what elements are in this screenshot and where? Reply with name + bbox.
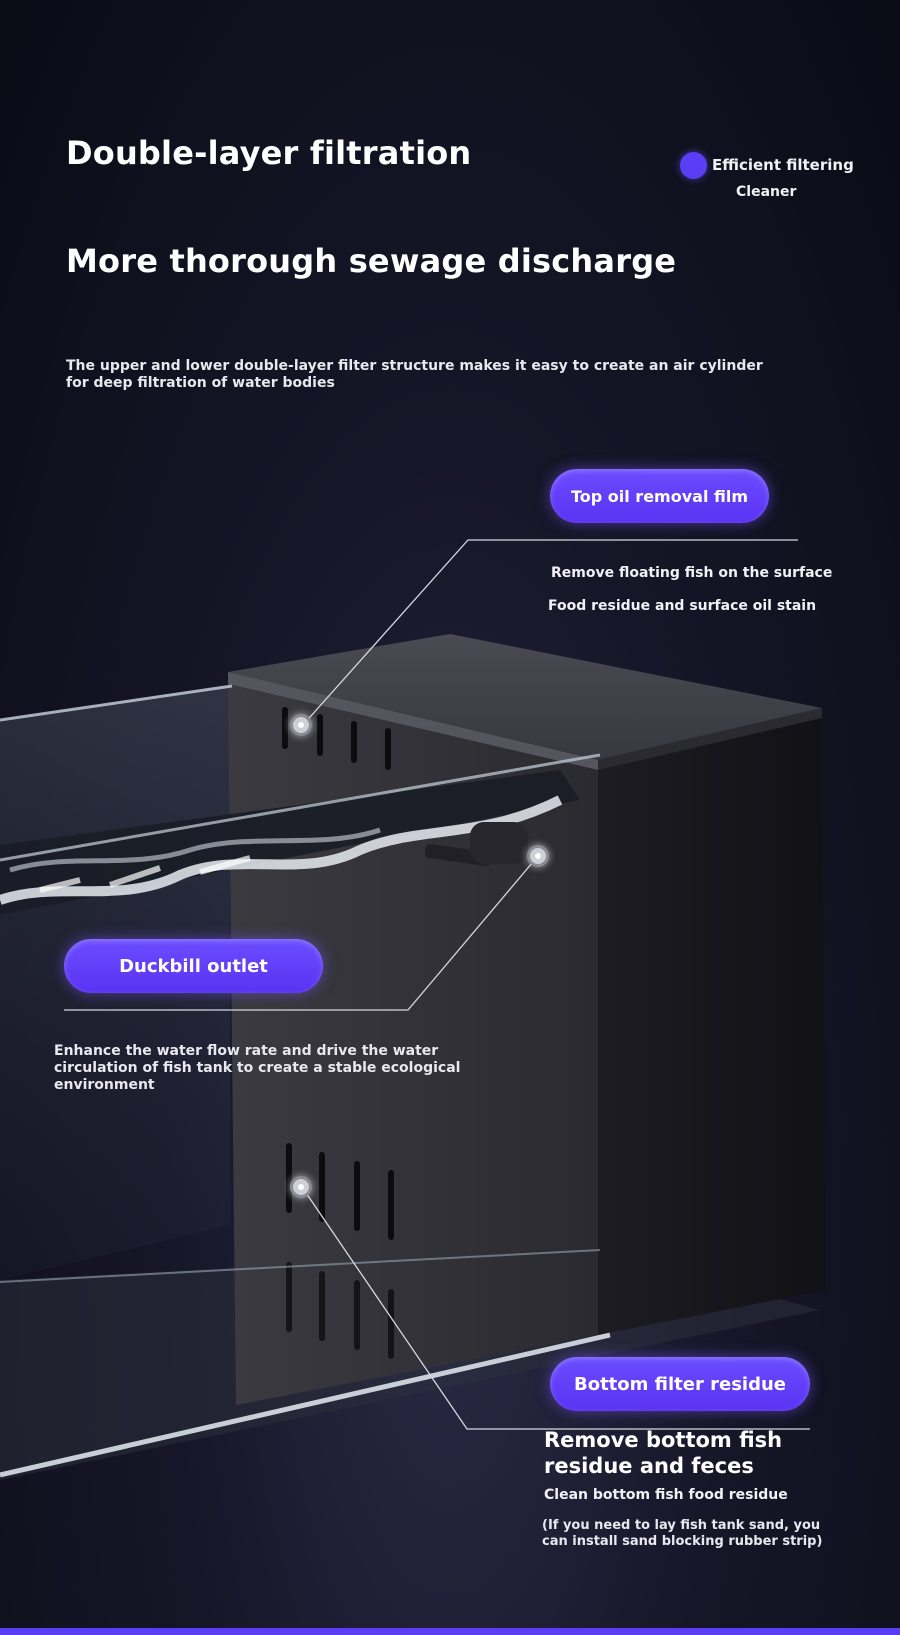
- top-callout-line-1: Remove floating fish on the surface: [551, 565, 833, 581]
- top-callout-line-2: Food residue and surface oil stain: [548, 598, 817, 614]
- duckbill-callout-dot: [527, 845, 549, 867]
- bottom-callout-dot: [290, 1176, 312, 1198]
- top-callout-dot: [290, 714, 312, 736]
- bottom-callout-heading: Remove bottom fish residue and feces: [544, 1428, 783, 1478]
- duckbill-outlet-pill: Duckbill outlet: [64, 939, 323, 993]
- headline-secondary: More thorough sewage discharge: [66, 242, 677, 280]
- bottom-callout-note: (If you need to lay fish tank sand, you …: [542, 1518, 823, 1549]
- headline-primary: Double-layer filtration: [66, 134, 472, 172]
- badge-subtitle: Cleaner: [736, 184, 797, 200]
- accent-dot-icon: [680, 152, 707, 179]
- badge-label: Efficient filtering: [712, 156, 854, 174]
- intro-paragraph: The upper and lower double-layer filter …: [66, 358, 763, 391]
- bottom-filter-residue-pill: Bottom filter residue: [550, 1357, 810, 1411]
- bottom-callout-line-1: Clean bottom fish food residue: [544, 1487, 788, 1503]
- duckbill-description: Enhance the water flow rate and drive th…: [54, 1043, 461, 1093]
- bottom-accent-strip: [0, 1628, 900, 1635]
- top-oil-removal-pill: Top oil removal film: [550, 469, 769, 523]
